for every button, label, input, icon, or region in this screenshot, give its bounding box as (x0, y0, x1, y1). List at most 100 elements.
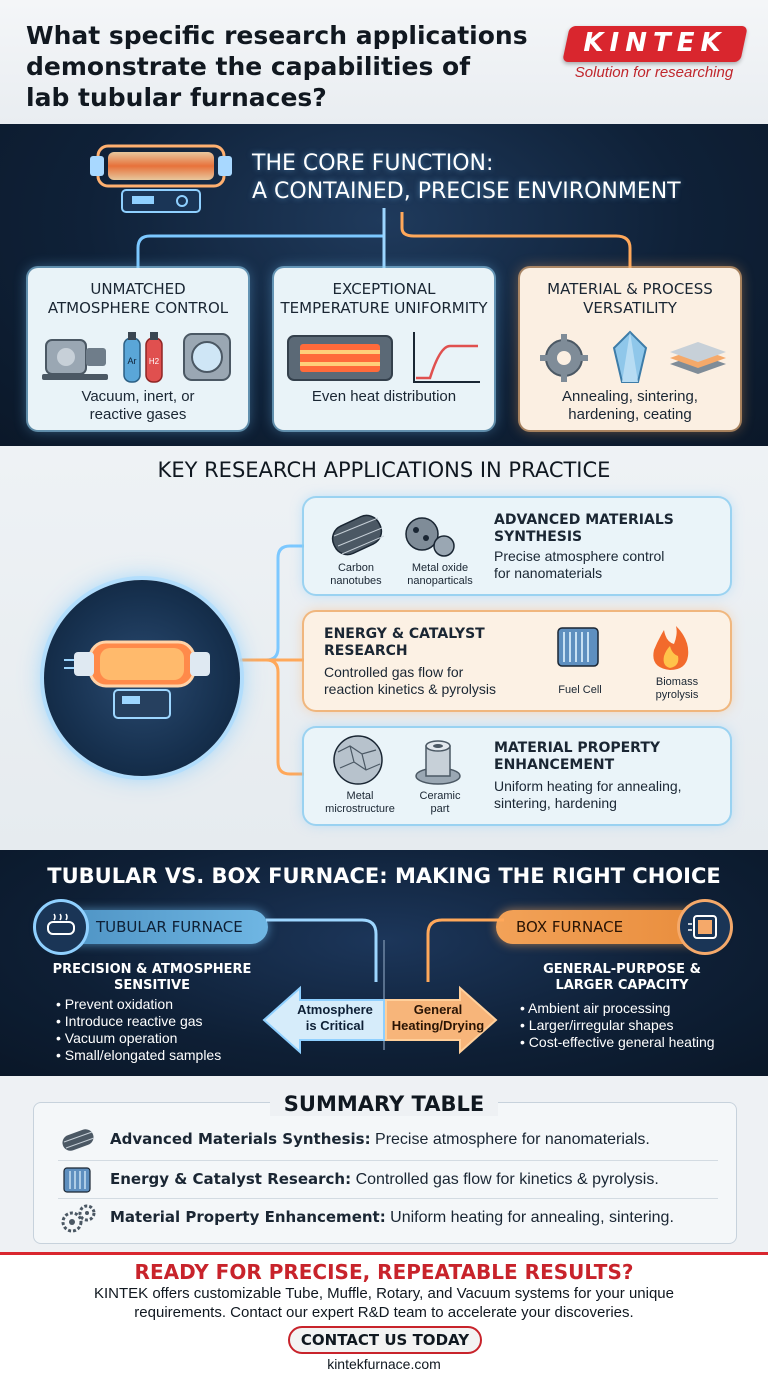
applications-title: KEY RESEARCH APPLICATIONS IN PRACTICE (157, 458, 611, 482)
card-desc-line: Vacuum, inert, or (81, 388, 195, 405)
logo-tagline: Solution for researching (574, 64, 734, 81)
cta-title: READY FOR PRECISE, REPEATABLE RESULTS? (134, 1260, 634, 1284)
arrow-label-line: is Critical (305, 1018, 365, 1033)
cta-text: KINTEK offers customizable Tube, Muffle,… (40, 1284, 728, 1322)
tube-furnace-icon (90, 144, 232, 213)
title-line: What specific research applications (26, 21, 528, 50)
decision-arrows (262, 918, 504, 1055)
tubular-point: Prevent oxidation (56, 996, 221, 1013)
app-title: ADVANCED MATERIALS SYNTHESIS (494, 512, 674, 546)
comparison-title: TUBULAR VS. BOX FURNACE: MAKING THE RIGH… (47, 864, 721, 888)
fuel-cell-icon (557, 627, 599, 667)
card-title: UNMATCHED ATMOSPHERE CONTROL (28, 280, 248, 318)
summary-row-value: Precise atmosphere for nanomaterials. (370, 1131, 650, 1148)
app-desc-line: Controlled gas flow for (324, 664, 464, 680)
card-desc-line: Annealing, sintering, (562, 388, 698, 405)
summary-row-text: Material Property Enhancement: Uniform h… (110, 1208, 674, 1227)
icon-label: Biomass pyrolysis (640, 676, 714, 702)
card-title-line: ATMOSPHERE CONTROL (47, 299, 229, 317)
versatility-icons (540, 330, 726, 383)
summary-row: Advanced Materials Synthesis: Precise at… (58, 1124, 718, 1156)
svg-text:H2: H2 (149, 357, 160, 366)
app-desc-line: reaction kinetics & pyrolysis (324, 681, 496, 697)
summary-row-text: Energy & Catalyst Research: Controlled g… (110, 1170, 659, 1189)
row-divider (58, 1198, 718, 1199)
icon-label: Metal microstructure (318, 790, 402, 816)
box-heading-line: GENERAL-PURPOSE & (543, 962, 701, 977)
summary-box (33, 1102, 737, 1244)
contact-us-button[interactable]: CONTACT US TODAY (288, 1326, 482, 1354)
tubular-point: Introduce reactive gas (56, 1013, 221, 1030)
summary-row: Material Property Enhancement: Uniform h… (58, 1202, 718, 1234)
nanoparticle-icon (405, 517, 455, 557)
icon-label-line: Carbon (337, 562, 375, 574)
app-title-line: ENHANCEMENT (494, 757, 615, 773)
title-line: demonstrate the capabilities of (26, 52, 471, 81)
app-title-line: ADVANCED MATERIALS (494, 512, 674, 528)
icon-label-line: Fuel Cell (558, 684, 602, 696)
fuel-cell-icon (63, 1167, 91, 1193)
icon-label-line: pyrolysis (655, 689, 699, 701)
app-title-line: RESEARCH (324, 643, 408, 659)
cta-section (0, 1252, 768, 1376)
card-title-line: EXCEPTIONAL (332, 280, 436, 298)
app-title-line: ENERGY & CATALYST (324, 626, 485, 642)
atmosphere-arrow-label: Atmosphere is Critical (286, 1002, 384, 1034)
box-point: Larger/irregular shapes (520, 1017, 715, 1034)
icon-label: Metal oxide nanoparticals (398, 562, 482, 588)
atmosphere-icons: Ar H2 (42, 332, 231, 383)
card-desc-line: reactive gases (89, 406, 187, 423)
tubular-point: Vacuum operation (56, 1030, 221, 1047)
general-arrow-label: General Heating/Drying (386, 1002, 490, 1034)
microstructure-icon (333, 735, 383, 785)
crystal-icon (612, 330, 648, 383)
icon-label-line: microstructure (325, 803, 395, 815)
connector-lines (136, 208, 632, 268)
summary-row: Energy & Catalyst Research: Controlled g… (58, 1164, 718, 1196)
layers-icon (670, 342, 726, 374)
summary-row-value: Uniform heating for annealing, sintering… (385, 1209, 674, 1226)
arrow-label-line: Atmosphere (297, 1002, 373, 1017)
core-title-line: THE CORE FUNCTION: (252, 151, 494, 176)
icon-label-line: part (430, 803, 450, 815)
gears-icon (61, 1204, 96, 1233)
uniformity-icons (287, 332, 480, 383)
tubular-point: Small/elongated samples (56, 1047, 221, 1064)
app-title-line: MATERIAL PROPERTY (494, 740, 661, 756)
app-card-materials-synthesis (304, 498, 730, 594)
app-description: Controlled gas flow for reaction kinetic… (324, 664, 496, 698)
core-title-line: A CONTAINED, PRECISE ENVIRONMENT (252, 179, 681, 204)
tubular-points: Prevent oxidation Introduce reactive gas… (56, 996, 221, 1064)
website-link[interactable]: kintekfurnace.com (327, 1356, 441, 1372)
app-description: Precise atmosphere control for nanomater… (494, 548, 664, 582)
card-description: Vacuum, inert, or reactive gases (28, 388, 248, 424)
icon-label-line: Metal (346, 790, 374, 802)
card-title: EXCEPTIONAL TEMPERATURE UNIFORMITY (274, 280, 494, 318)
versatility-card: MATERIAL & PROCESS VERSATILITY Annealing… (520, 268, 740, 430)
vacuum-pump-icon (42, 339, 108, 380)
temperature-uniformity-card: EXCEPTIONAL TEMPERATURE UNIFORMITY Even … (274, 268, 494, 430)
atmosphere-control-card: UNMATCHED ATMOSPHERE CONTROL Ar H2 Vacuu… (28, 268, 248, 430)
vacuum-chamber-icon (183, 333, 231, 381)
summary-row-value: Controlled gas flow for kinetics & pyrol… (351, 1171, 659, 1188)
box-points: Ambient air processing Larger/irregular … (520, 1000, 715, 1051)
box-heading-line: LARGER CAPACITY (555, 978, 689, 993)
logo-brand[interactable]: KINTEK (583, 28, 727, 58)
card-desc-line: Even heat distribution (311, 388, 457, 405)
property-icons (333, 735, 461, 785)
gear-icon (540, 334, 588, 382)
svg-text:Ar: Ar (128, 356, 137, 366)
arrow-label-line: Heating/Drying (391, 1018, 485, 1033)
gas-cylinders-icon: Ar H2 (123, 332, 163, 383)
box-furnace-label: BOX FURNACE (516, 918, 624, 936)
icon-label: Carbon nanotubes (324, 562, 388, 588)
app-title: MATERIAL PROPERTY ENHANCEMENT (494, 740, 660, 774)
app-desc-line: for nanomaterials (494, 565, 603, 581)
app-desc-line: Uniform heating for annealing, (494, 778, 682, 794)
tubular-heading-line: PRECISION & ATMOSPHERE (52, 962, 252, 977)
app-desc-line: sintering, hardening (494, 795, 617, 811)
box-heading: GENERAL-PURPOSE & LARGER CAPACITY (510, 962, 734, 994)
tubular-heading-line: SENSITIVE (114, 978, 190, 993)
heating-chamber-icon (287, 335, 393, 381)
tube-furnace-hub-icon (64, 640, 210, 719)
